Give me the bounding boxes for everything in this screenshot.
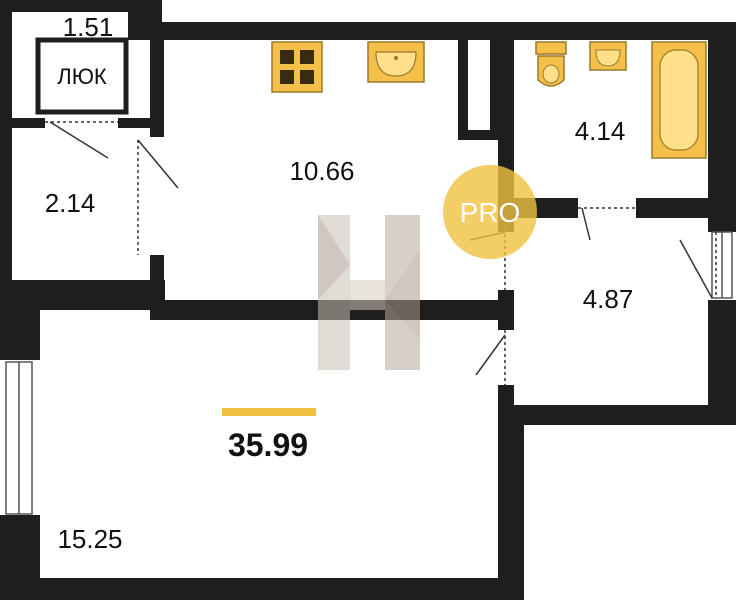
wall-segment bbox=[458, 22, 468, 140]
wall-segment bbox=[458, 130, 500, 140]
kitchen-sink-icon bbox=[367, 41, 425, 83]
wall-segment bbox=[0, 118, 45, 128]
window-right bbox=[711, 231, 733, 299]
wall-segment bbox=[0, 310, 40, 330]
stove-icon bbox=[271, 41, 323, 93]
room-area-storage: 1.51 bbox=[63, 12, 114, 42]
room-area-living-room: 15.25 bbox=[57, 524, 122, 554]
wall-segment bbox=[150, 22, 736, 40]
wall-segment bbox=[708, 22, 736, 232]
total-area-underline bbox=[222, 408, 316, 416]
bathroom-sink-icon bbox=[589, 41, 627, 71]
window-left bbox=[5, 361, 33, 515]
room-area-corridor: 4.87 bbox=[583, 284, 634, 314]
wall-segment bbox=[0, 578, 524, 600]
wall-segment bbox=[708, 300, 736, 425]
room-area-bathroom: 4.14 bbox=[575, 116, 626, 146]
wall-segment bbox=[118, 118, 162, 128]
wall-segment bbox=[150, 22, 164, 137]
pro-badge-label: PRO bbox=[460, 197, 521, 228]
room-area-hallway: 2.14 bbox=[45, 188, 96, 218]
bathtub-icon bbox=[651, 41, 707, 159]
total-area: 35.99 bbox=[228, 427, 308, 463]
wall-segment bbox=[498, 405, 524, 600]
wall-segment bbox=[0, 515, 40, 600]
room-area-kitchen: 10.66 bbox=[289, 156, 354, 186]
watermark-logo bbox=[318, 215, 420, 370]
wall-segment bbox=[636, 198, 736, 218]
pro-badge: PRO bbox=[443, 165, 537, 259]
wall-segment bbox=[0, 0, 162, 12]
wall-segment bbox=[498, 385, 514, 425]
wall-segment bbox=[150, 255, 164, 305]
hatch-box: ЛЮК bbox=[35, 37, 129, 115]
toilet-icon bbox=[535, 41, 567, 87]
wall-segment bbox=[0, 0, 12, 290]
wall-segment bbox=[500, 405, 736, 425]
door-swings bbox=[45, 121, 717, 385]
hatch-label: ЛЮК bbox=[57, 64, 107, 89]
wall-segment bbox=[498, 290, 514, 330]
